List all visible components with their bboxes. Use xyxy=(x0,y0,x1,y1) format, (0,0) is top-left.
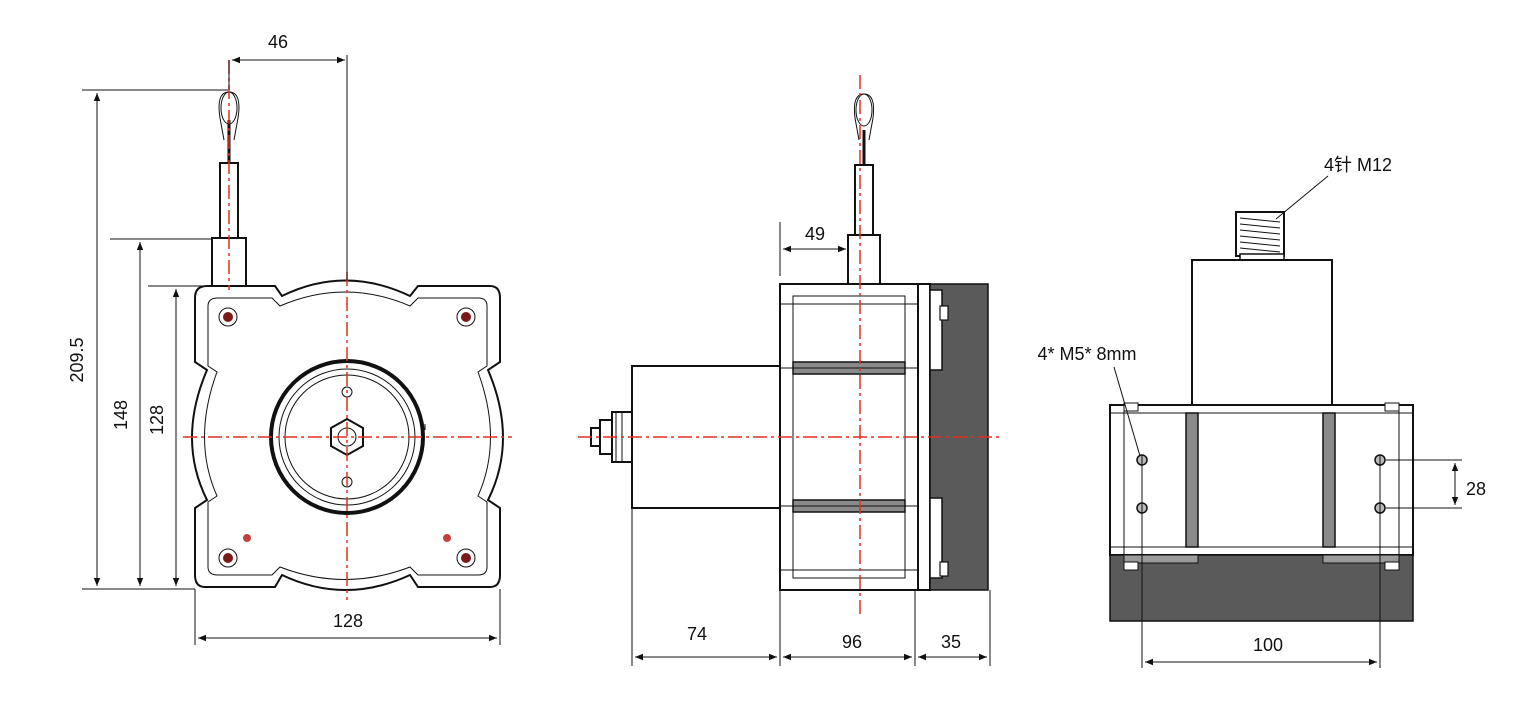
dim-front-height-flange: 128 xyxy=(147,285,212,586)
dim-49-label: 49 xyxy=(805,224,825,244)
dim-side-lengths: 74 96 35 xyxy=(631,508,991,666)
dim-28-label: 28 xyxy=(1466,479,1486,499)
dim-side-offset: 49 xyxy=(779,222,846,276)
dim-front-width-bottom: 128 xyxy=(194,589,501,645)
right-encoder-box xyxy=(1191,259,1333,406)
dim-46-label: 46 xyxy=(268,32,288,52)
right-m12-connector xyxy=(1235,211,1285,261)
right-view: 4针 M12 4* M5* 8mm 28 100 xyxy=(1037,155,1486,668)
side-view: 49 74 96 35 xyxy=(578,75,1002,666)
side-cable-outlet xyxy=(847,93,881,285)
dim-right-hole-spacing: 28 xyxy=(1386,459,1486,509)
dim-148-label: 148 xyxy=(111,400,131,430)
callout-holes-label: 4* M5* 8mm xyxy=(1037,344,1136,364)
dim-35-label: 35 xyxy=(941,632,961,652)
callout-connector: 4针 M12 xyxy=(1275,155,1392,220)
callout-connector-label: 4针 M12 xyxy=(1324,155,1392,175)
dim-96-label: 96 xyxy=(842,632,862,652)
dim-128-v-label: 128 xyxy=(147,405,167,435)
right-frame xyxy=(1109,404,1414,556)
dim-front-width-top: 46 xyxy=(228,32,348,280)
front-flange-outline xyxy=(204,291,491,580)
callout-holes: 4* M5* 8mm xyxy=(1037,344,1141,457)
dim-front-height-body: 148 xyxy=(110,238,212,586)
dim-right-width: 100 xyxy=(1145,635,1377,666)
dim-128-h-label: 128 xyxy=(333,611,363,631)
dim-100-label: 100 xyxy=(1253,635,1283,655)
dim-74-label: 74 xyxy=(687,624,707,644)
right-base-dark xyxy=(1109,554,1414,622)
dim-209-5-label: 209.5 xyxy=(67,337,87,382)
front-view: 46 209.5 148 128 128 xyxy=(67,32,512,645)
dim-front-height-total: 209.5 xyxy=(67,89,228,590)
front-mounting-holes xyxy=(218,307,476,568)
